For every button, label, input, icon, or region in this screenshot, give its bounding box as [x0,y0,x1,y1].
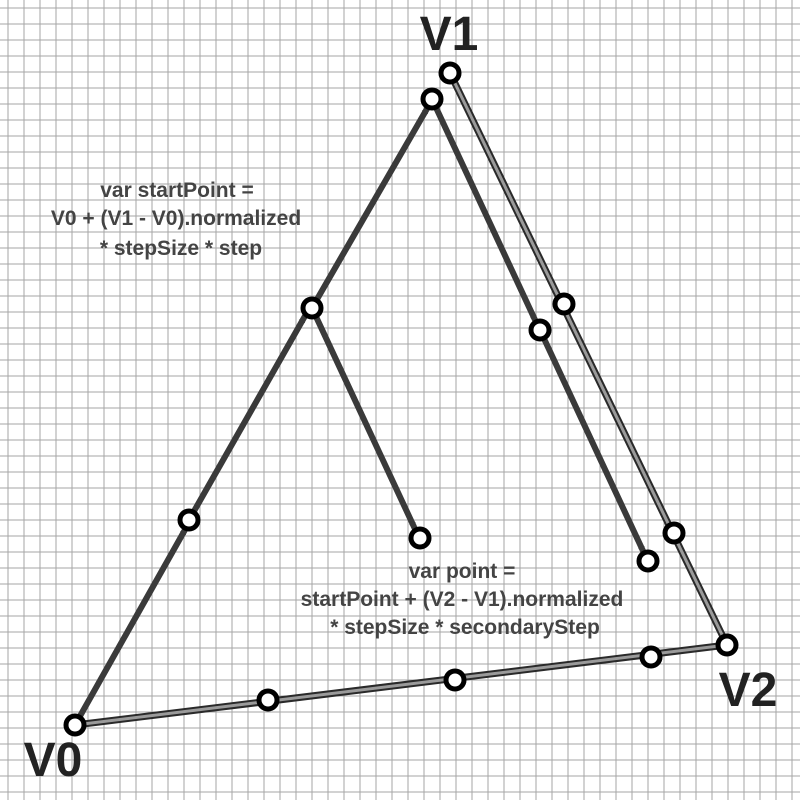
sample-point-3 [636,549,660,573]
point-markers [63,61,739,737]
start-point-step3 [420,87,444,111]
vertex-v0-point [63,713,87,737]
step-arrows [72,96,647,728]
vertex-v2-point [715,633,739,657]
edge-v0-v2-point-2 [443,668,467,692]
arrow-v0-to-s1 [72,525,189,728]
annotation-point-line-2: startPoint + (V2 - V1).normalized [301,588,624,611]
annotation-point-line-1: var point = [409,560,516,583]
edge-v1-v2-point-2 [662,521,686,545]
arrow-s2-to-p1 [309,305,418,532]
arrow-s1-to-s2 [186,313,308,523]
annotation-start-point-line-1: var startPoint = [100,179,253,202]
edge-v0-v2-point-1 [256,688,280,712]
vertex-label-v2: V2 [719,664,778,717]
annotation-point: var point = startPoint + (V2 - V1).norma… [301,560,624,639]
vertex-label-v0: V0 [24,734,83,787]
sample-point-1 [408,526,432,550]
annotation-point-line-3: * stepSize * secondaryStep [330,616,600,639]
edge-v1-v2-point-1 [552,292,576,316]
vertex-label-v1: V1 [420,8,479,61]
vertex-v1-point [438,61,462,85]
start-point-step1 [177,508,201,532]
arrow-p2-to-p3 [537,327,647,556]
arrow-s3-to-p2 [429,96,539,325]
edge-v0-v2-fill [73,643,729,727]
annotation-start-point-line-3: * stepSize * step [100,237,262,260]
annotation-start-point: var startPoint = V0 + (V1 - V0).normaliz… [51,179,301,260]
edge-v1-v2-fill [448,71,729,647]
start-point-step2 [300,296,324,320]
triangle-edges [71,69,731,729]
arrow-s2-to-s3 [309,104,431,311]
annotation-start-point-line-2: V0 + (V1 - V0).normalized [51,207,301,230]
sample-point-2 [528,318,552,342]
edge-v0-v2-point-3 [639,645,663,669]
